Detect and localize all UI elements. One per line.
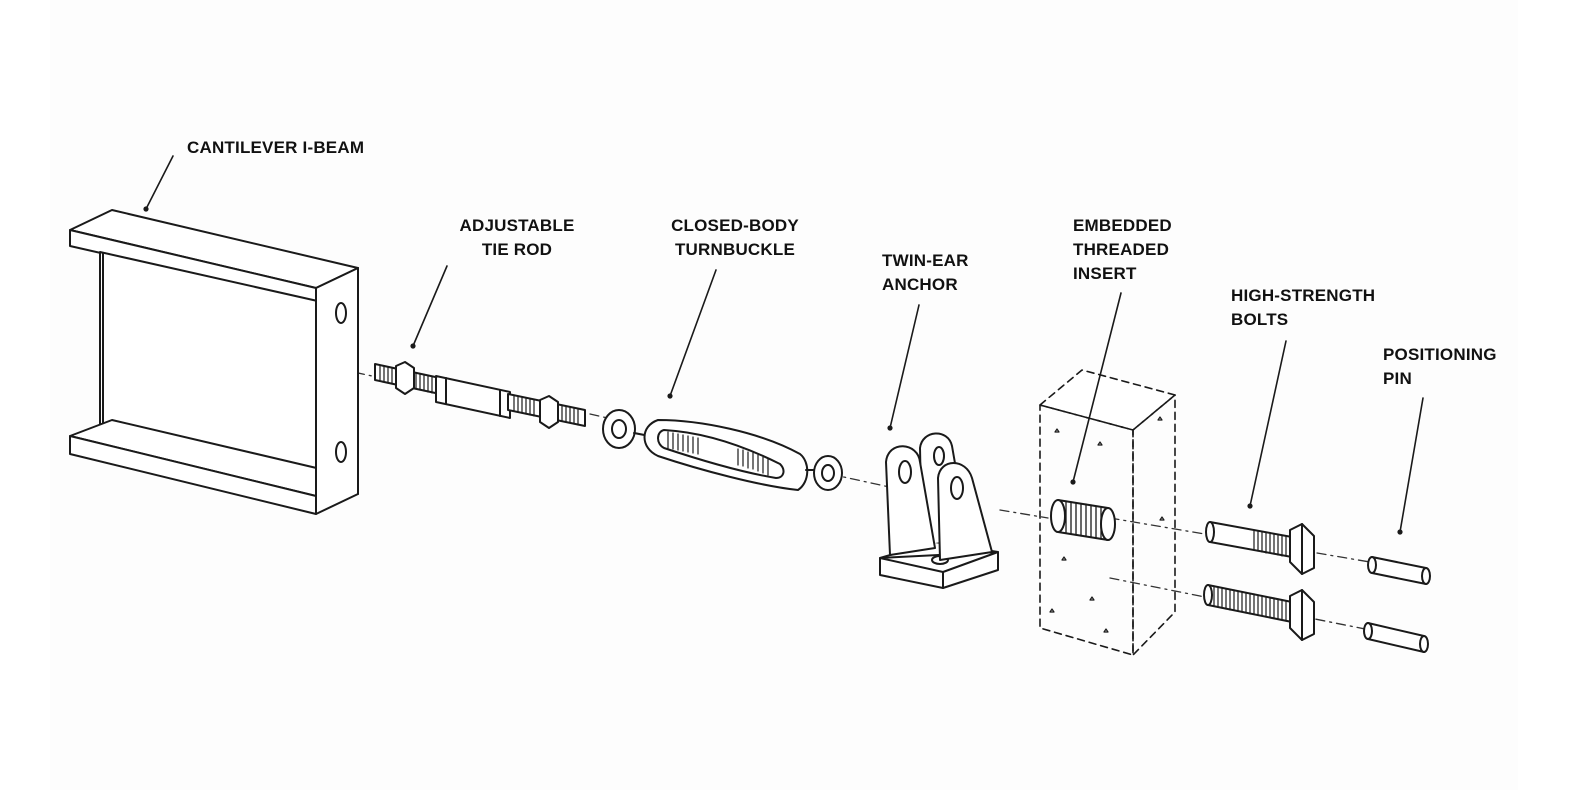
label-high-strength-bolts: HIGH-STRENGTH BOLTS	[1231, 284, 1375, 332]
concrete-block	[1039, 369, 1176, 656]
positioning-pin-lower	[1363, 622, 1429, 653]
closed-body-turnbuckle	[602, 409, 843, 491]
label-line: POSITIONING	[1383, 345, 1497, 364]
label-line: ADJUSTABLE	[459, 216, 575, 235]
label-line: INSERT	[1073, 264, 1137, 283]
cantilever-i-beam	[69, 209, 359, 515]
label-adjustable-tie-rod: ADJUSTABLE TIE ROD	[456, 214, 578, 262]
concrete-aggregate-dots	[1049, 416, 1165, 633]
label-twin-ear-anchor: TWIN-EAR ANCHOR	[882, 249, 969, 297]
label-cantilever-i-beam: CANTILEVER I-BEAM	[187, 136, 364, 160]
label-line: EMBEDDED	[1073, 216, 1172, 235]
label-line: HIGH-STRENGTH	[1231, 286, 1376, 305]
embedded-threaded-insert	[1050, 499, 1116, 541]
label-closed-body-turnbuckle: CLOSED-BODY TURNBUCKLE	[670, 214, 800, 262]
label-line: TURNBUCKLE	[674, 240, 796, 259]
twin-ear-anchor	[879, 432, 999, 589]
label-line: TWIN-EAR	[882, 251, 969, 270]
label-line: TIE ROD	[481, 240, 553, 259]
leader-dots	[143, 206, 1403, 535]
label-line: THREADED	[1073, 240, 1170, 259]
high-strength-bolt-lower	[1203, 584, 1315, 641]
label-line: PIN	[1383, 369, 1412, 388]
label-embedded-threaded-insert: EMBEDDED THREADED INSERT	[1073, 214, 1172, 286]
label-positioning-pin: POSITIONING PIN	[1383, 343, 1497, 391]
label-line: BOLTS	[1231, 310, 1289, 329]
positioning-pin-upper	[1367, 556, 1431, 585]
label-line: CLOSED-BODY	[671, 216, 799, 235]
leader-lines	[145, 155, 1424, 533]
adjustable-tie-rod	[374, 361, 586, 429]
high-strength-bolt-upper	[1205, 521, 1315, 575]
label-line: CANTILEVER I-BEAM	[187, 138, 365, 157]
label-line: ANCHOR	[882, 275, 958, 294]
